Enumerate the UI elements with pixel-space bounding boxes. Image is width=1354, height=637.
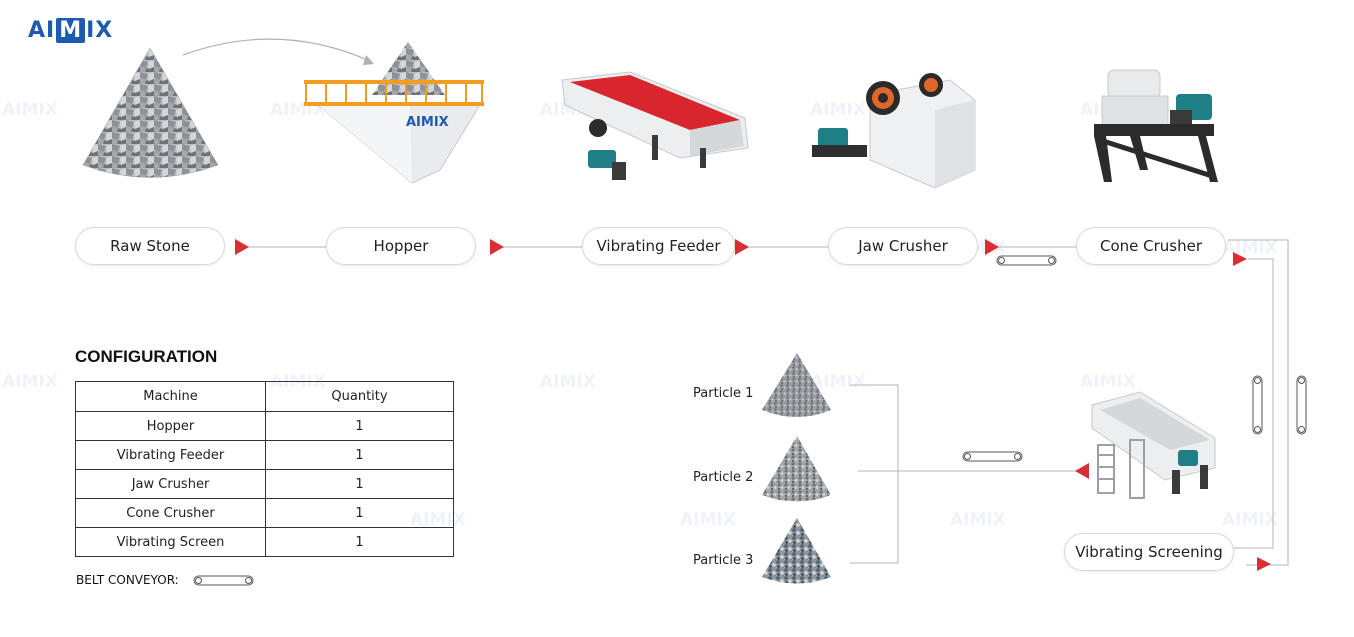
quantity-cell: 1 — [265, 498, 454, 528]
node-label: Vibrating Screening — [1075, 543, 1223, 561]
node-vibrating-screening: Vibrating Screening — [1064, 533, 1234, 571]
quantity-cell: 1 — [265, 440, 454, 470]
node-label: Raw Stone — [110, 237, 190, 255]
machine-cell: Cone Crusher — [75, 498, 266, 528]
vibrating-feeder-image — [561, 71, 749, 180]
node-vibrating-feeder: Vibrating Feeder — [582, 227, 735, 265]
flow-arrows — [235, 239, 1271, 571]
cone-crusher-image — [1094, 69, 1218, 182]
watermark: AIMIX — [540, 372, 596, 392]
table-header-row: Machine Quantity — [75, 381, 454, 412]
watermark: AIMIX — [2, 372, 58, 392]
column-header-machine: Machine — [75, 381, 266, 412]
node-hopper: Hopper — [326, 227, 476, 265]
node-label: Cone Crusher — [1099, 237, 1203, 255]
belt-conveyor-legend-label: BELT CONVEYOR: — [76, 573, 179, 587]
watermark: AIMIX — [680, 510, 736, 530]
node-cone-crusher: Cone Crusher — [1076, 227, 1226, 265]
watermark: AIMIX — [1222, 238, 1278, 258]
quantity-cell: 1 — [265, 411, 454, 441]
hopper-image — [304, 42, 484, 184]
watermark: AIMIX — [810, 372, 866, 392]
configuration-title: CONFIGURATION — [75, 347, 218, 366]
particle-label: Particle 1 — [693, 386, 754, 401]
hopper-brand-label: AIMIX — [406, 115, 449, 130]
quantity-cell: 1 — [265, 469, 454, 499]
watermark: AIMIX — [1080, 372, 1136, 392]
watermark: AIMIX — [2, 100, 58, 120]
watermark: AIMIX — [810, 100, 866, 120]
node-label: Jaw Crusher — [858, 237, 948, 255]
node-jaw-crusher: Jaw Crusher — [828, 227, 978, 265]
watermark: AIMIX — [950, 510, 1006, 530]
machine-cell: Vibrating Feeder — [75, 440, 266, 470]
vibrating-screen-image — [1091, 391, 1216, 499]
machine-cell: Hopper — [75, 411, 266, 441]
machine-cell: Vibrating Screen — [75, 527, 266, 557]
column-header-quantity: Quantity — [265, 381, 454, 412]
node-raw-stone: Raw Stone — [75, 227, 225, 265]
particle-label: Particle 3 — [693, 553, 754, 568]
quantity-cell: 1 — [265, 527, 454, 557]
belt-conveyor-symbols — [193, 255, 1307, 586]
watermark: AIMIX — [1222, 510, 1278, 530]
jaw-crusher-image — [812, 73, 976, 189]
particle-piles — [762, 353, 831, 584]
raw-stone-pile-image — [82, 47, 219, 178]
machine-cell: Jaw Crusher — [75, 469, 266, 499]
particle-label: Particle 2 — [693, 470, 754, 485]
node-label: Hopper — [373, 237, 429, 255]
node-label: Vibrating Feeder — [596, 237, 721, 255]
